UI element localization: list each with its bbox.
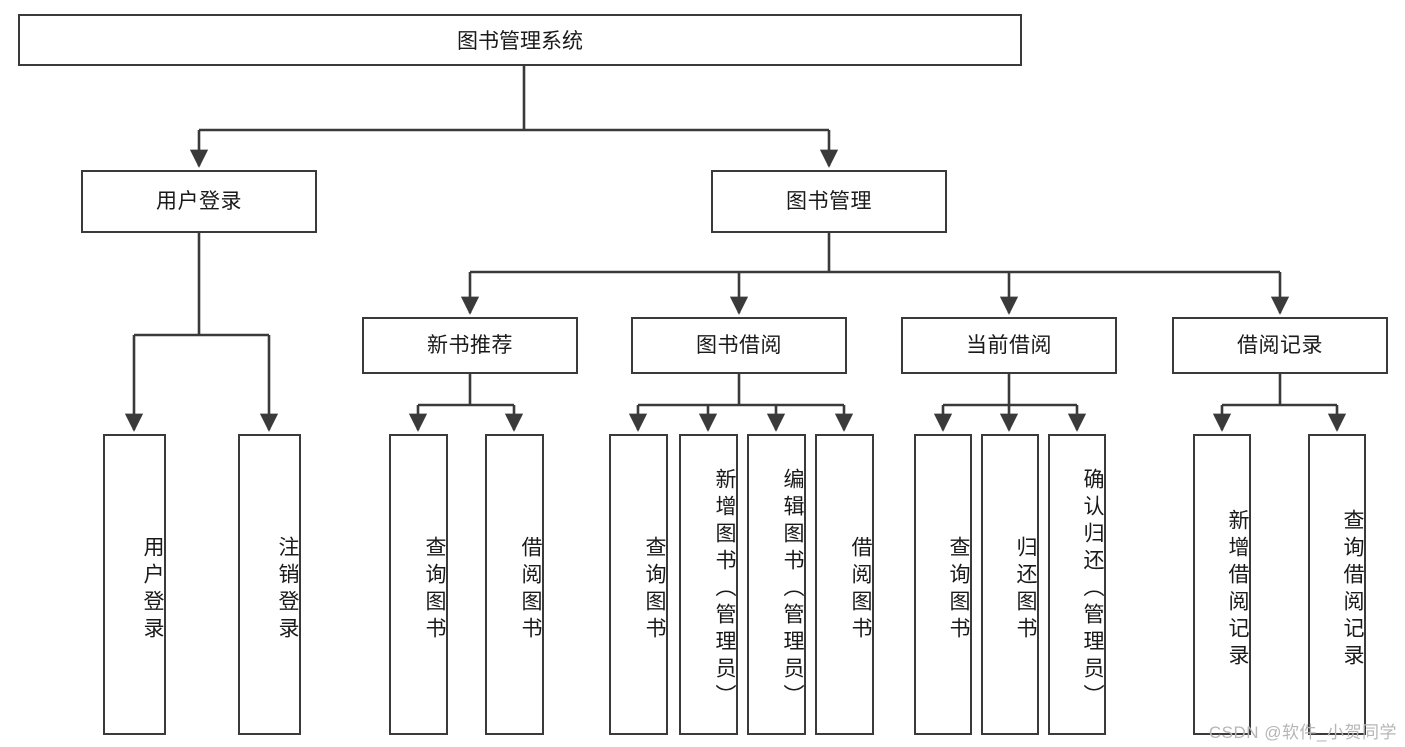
node-label: 新增图书（管理员）: [713, 468, 736, 711]
leaf-record-query[interactable]: 查询借阅记录: [1308, 434, 1366, 735]
node-label: 新增借阅记录: [1226, 508, 1249, 671]
leaf-current-return[interactable]: 归还图书: [981, 434, 1039, 735]
node-label: 借阅图书: [519, 535, 542, 644]
node-label: 查询图书: [947, 535, 970, 644]
leaf-borrow-edit-book[interactable]: 编辑图书（管理员）: [747, 434, 806, 735]
node-label: 当前借阅: [966, 333, 1052, 357]
node-current-borrow[interactable]: 当前借阅: [901, 317, 1117, 374]
node-label: 用户登录: [156, 189, 242, 213]
leaf-new-book-borrow[interactable]: 借阅图书: [485, 434, 544, 735]
node-label: 查询图书: [423, 535, 446, 644]
node-label: 图书借阅: [696, 333, 782, 357]
node-label: 新书推荐: [427, 333, 513, 357]
node-label: 查询借阅记录: [1341, 508, 1364, 671]
leaf-new-book-query[interactable]: 查询图书: [389, 434, 448, 735]
node-label: 图书管理: [786, 189, 872, 213]
node-label: 借阅图书: [849, 535, 872, 644]
node-label: 注销登录: [276, 535, 299, 644]
node-label: 图书管理系统: [457, 30, 583, 53]
node-label: 归还图书: [1014, 535, 1037, 644]
node-new-book-recommend[interactable]: 新书推荐: [362, 317, 578, 374]
leaf-current-query[interactable]: 查询图书: [914, 434, 972, 735]
leaf-record-add[interactable]: 新增借阅记录: [1193, 434, 1251, 735]
node-book-borrow[interactable]: 图书借阅: [631, 317, 847, 374]
node-root-system[interactable]: 图书管理系统: [18, 14, 1022, 66]
leaf-borrow-query[interactable]: 查询图书: [609, 434, 668, 735]
leaf-borrow-borrow-book[interactable]: 借阅图书: [815, 434, 874, 735]
node-label: 用户登录: [141, 535, 164, 644]
leaf-user-login-signout[interactable]: 注销登录: [238, 434, 301, 735]
node-label: 借阅记录: [1237, 333, 1323, 357]
leaf-user-login-signin[interactable]: 用户登录: [103, 434, 166, 735]
node-label: 查询图书: [643, 535, 666, 644]
node-user-login[interactable]: 用户登录: [81, 170, 317, 233]
leaf-current-confirm-return[interactable]: 确认归还（管理员）: [1048, 434, 1106, 735]
watermark-text: CSDN @软件_小贺同学: [1208, 723, 1397, 742]
leaf-borrow-add-book[interactable]: 新增图书（管理员）: [679, 434, 738, 735]
node-label: 确认归还（管理员）: [1081, 468, 1104, 711]
node-label: 编辑图书（管理员）: [781, 468, 804, 711]
node-borrow-record[interactable]: 借阅记录: [1172, 317, 1388, 374]
node-book-management[interactable]: 图书管理: [711, 170, 947, 233]
